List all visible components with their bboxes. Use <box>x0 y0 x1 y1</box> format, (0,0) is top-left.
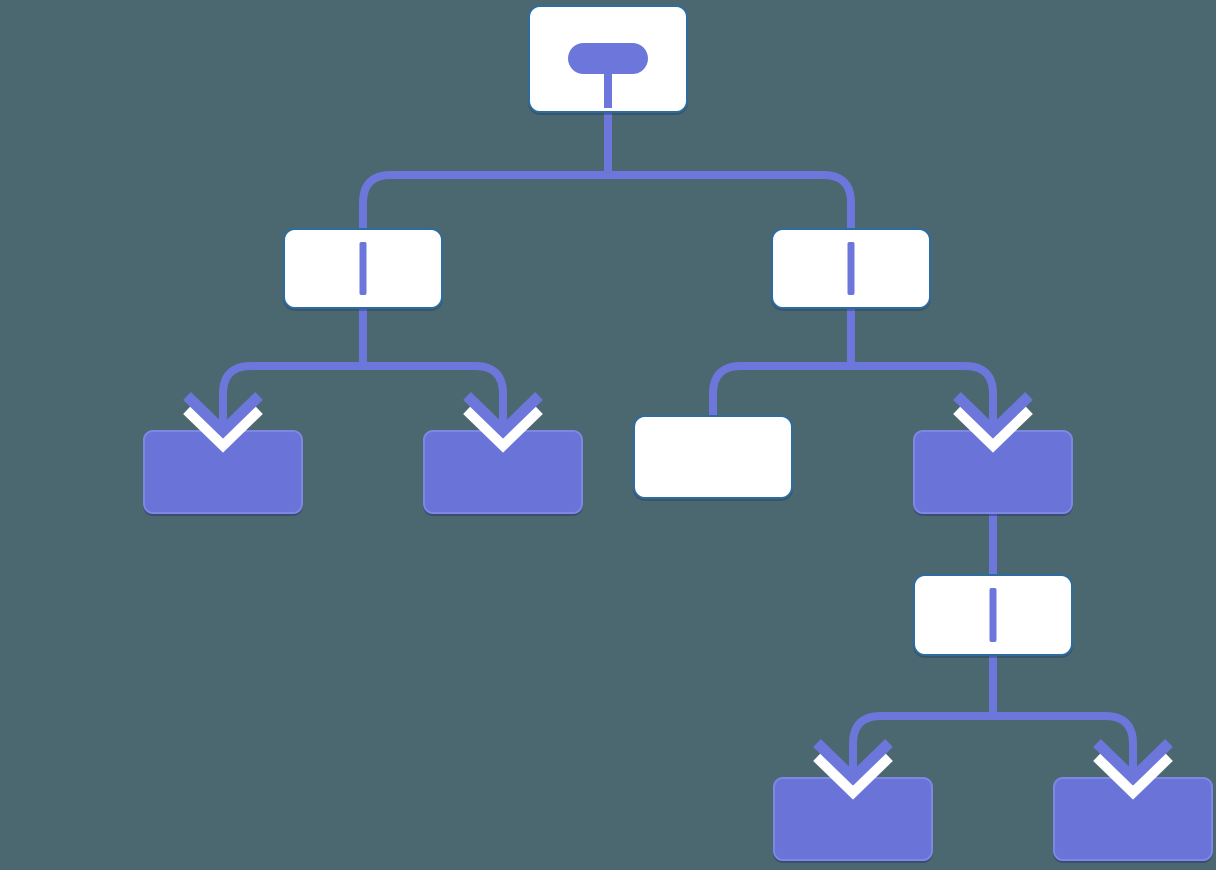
filled-pass-node[interactable] <box>913 430 1073 514</box>
vertical-bar-icon <box>359 242 367 295</box>
start-node[interactable] <box>528 5 688 113</box>
filled-leaf-node-c[interactable] <box>773 777 933 861</box>
splitter-node-left[interactable] <box>283 228 443 309</box>
filled-leaf-node-d[interactable] <box>1053 777 1213 861</box>
edge-splitter-bottom-to-leaves <box>849 655 1137 770</box>
start-pill-icon <box>568 43 648 74</box>
edge-root-to-splitters <box>359 112 855 229</box>
empty-node[interactable] <box>633 415 793 499</box>
splitter-node-right[interactable] <box>771 228 931 309</box>
filled-leaf-node-b[interactable] <box>423 430 583 514</box>
start-pill-stem <box>604 69 612 108</box>
vertical-bar-icon <box>847 242 855 295</box>
splitter-node-bottom[interactable] <box>913 574 1073 656</box>
edge-splitter-left-to-leaves <box>219 308 507 424</box>
filled-leaf-node-a[interactable] <box>143 430 303 514</box>
vertical-bar-icon <box>989 588 997 642</box>
edge-splitter-right-to-children <box>709 308 997 424</box>
